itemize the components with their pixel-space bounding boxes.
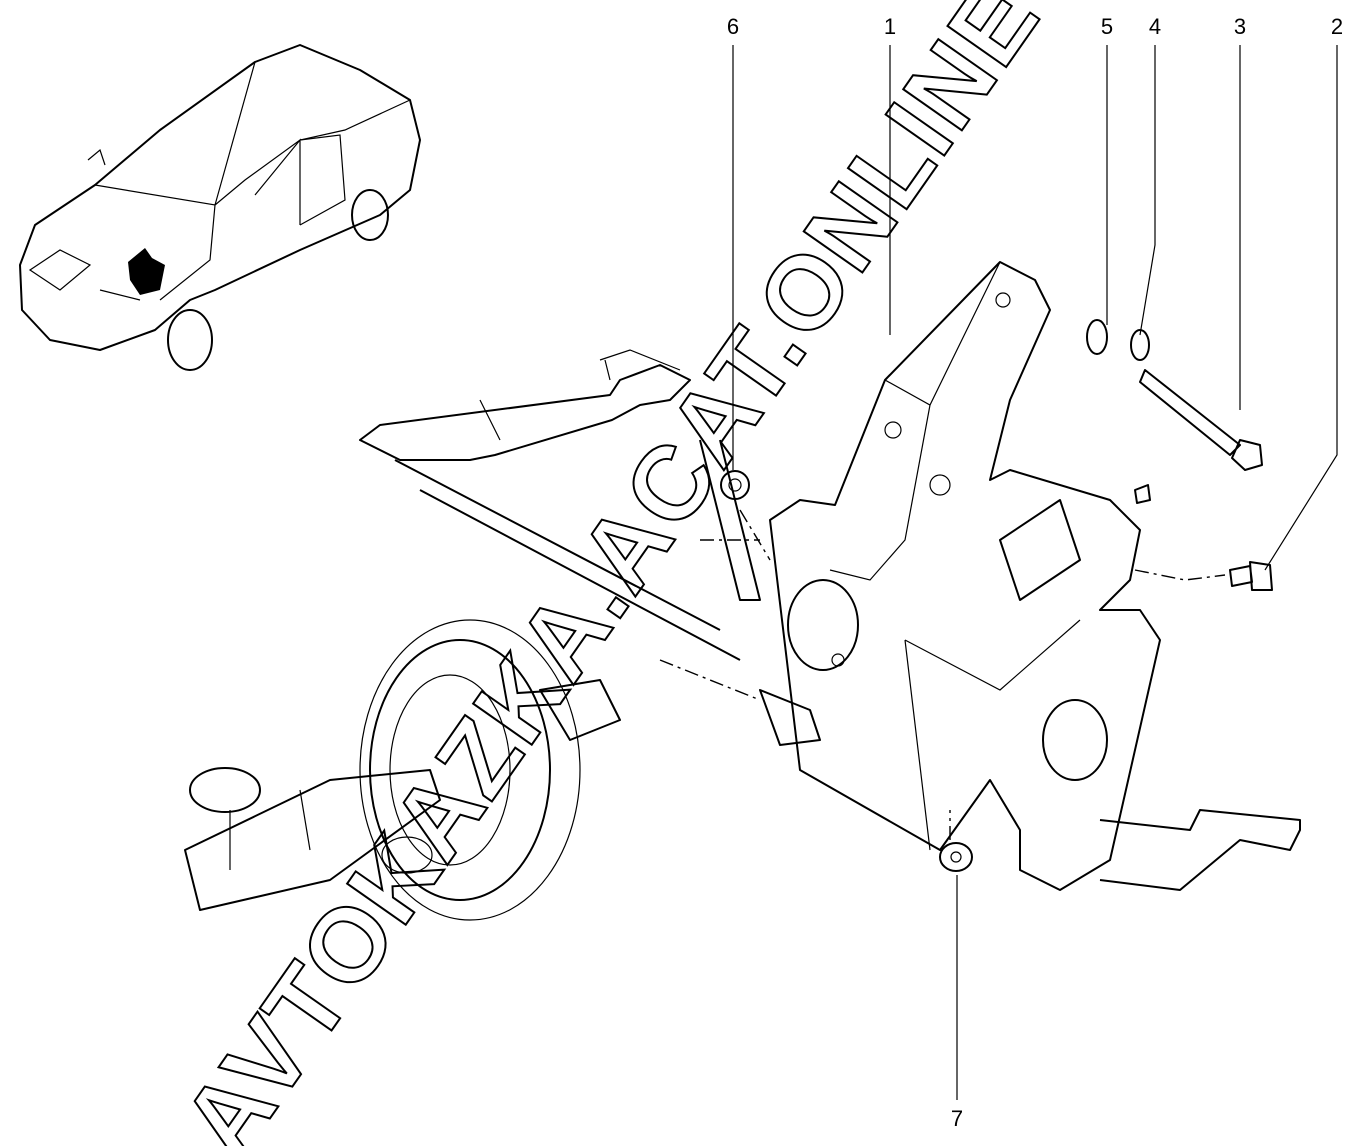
washer-4 — [1130, 329, 1150, 361]
bolt-3 — [1139, 369, 1263, 471]
callout-6: 6 — [726, 14, 740, 39]
callout-3: 3 — [1233, 14, 1247, 39]
leader-lines — [732, 45, 1338, 1100]
pedal-shaft-illustration — [359, 349, 761, 701]
car-locator-illustration — [19, 44, 421, 371]
bolt-2 — [1229, 561, 1273, 591]
callout-2: 2 — [1330, 14, 1344, 39]
washer-5 — [1086, 319, 1108, 355]
callout-5: 5 — [1100, 14, 1114, 39]
callout-1: 1 — [883, 14, 897, 39]
watermark: AVTOKAZKA.ACAT.ONLINE — [161, 0, 1062, 1146]
nut-7 — [939, 842, 973, 872]
bushing — [1134, 484, 1151, 504]
pedal-bracket-illustration — [769, 261, 1301, 891]
callout-7: 7 — [950, 1106, 964, 1131]
callout-4: 4 — [1148, 14, 1162, 39]
brake-booster-illustration — [184, 619, 821, 921]
nut-6 — [720, 470, 750, 500]
fasteners-illustration — [720, 319, 1273, 872]
